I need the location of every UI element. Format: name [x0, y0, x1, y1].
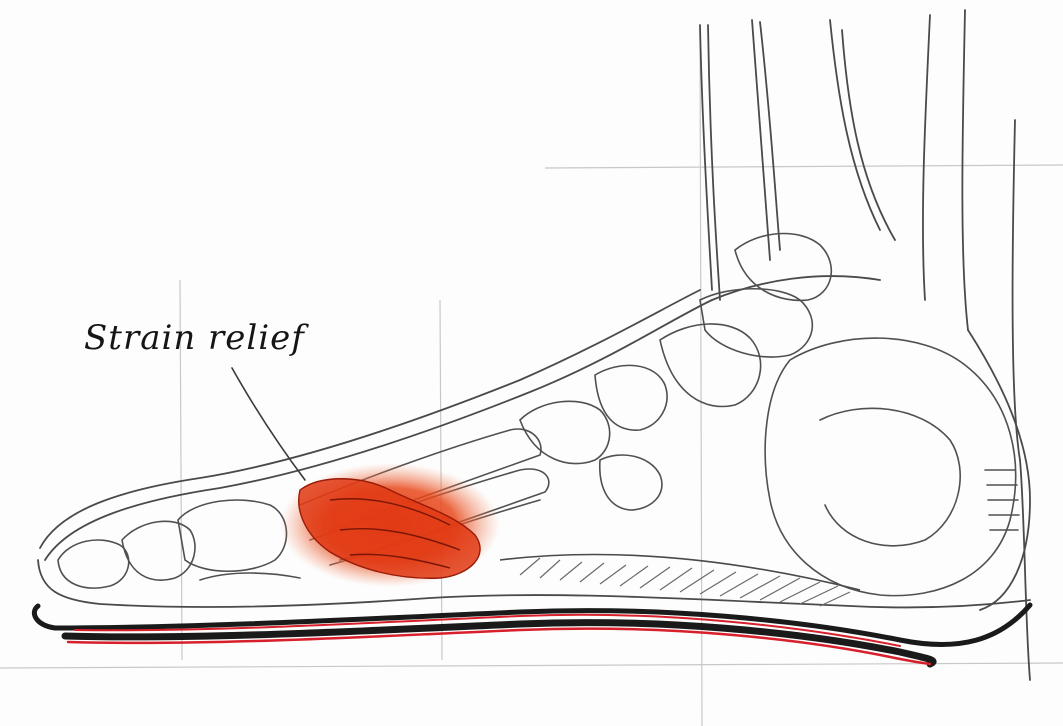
insole	[34, 605, 1030, 664]
foot-bones	[58, 234, 1019, 596]
strain-area-highlight	[280, 463, 500, 587]
strain-relief-label: Strain relief	[84, 318, 305, 358]
arch-curve	[500, 555, 860, 590]
